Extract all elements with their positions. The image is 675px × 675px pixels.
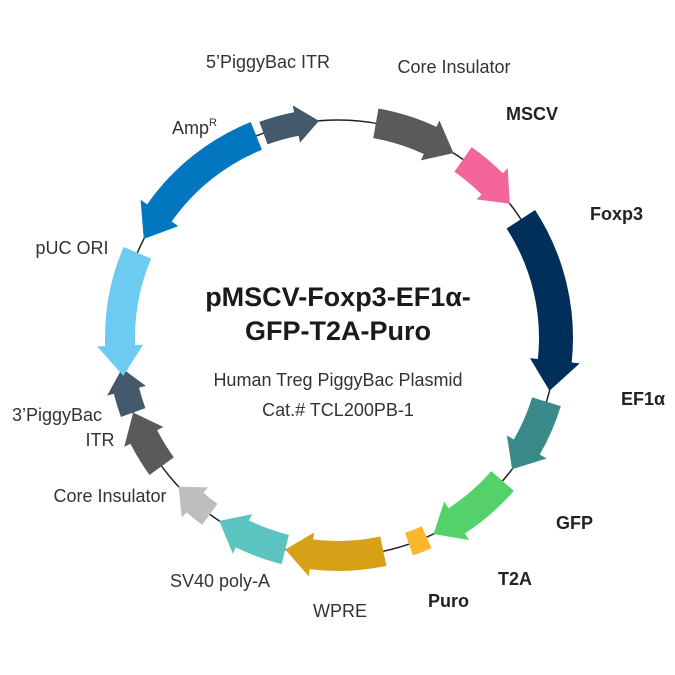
label-piggybac-3-itr-line1: 3’PiggyBac [12,405,102,425]
feature-arrow-core-insulator-1 [373,108,454,161]
plasmid-catalog-number: Cat.# TCL200PB-1 [262,400,414,420]
feature-arrow-piggybac-3-itr [107,368,146,418]
feature-arrow-gfp [433,471,514,541]
label-sv40-poly-a: SV40 poly-A [170,571,270,591]
plasmid-features [97,105,580,577]
feature-arrow-mscv [454,147,510,204]
plasmid-subtitle: Human Treg PiggyBac Plasmid [213,370,462,390]
label-puro: Puro [428,591,469,611]
feature-labels: 5’PiggyBac ITR Core Insulator MSCV Foxp3… [12,52,665,621]
label-t2a: T2A [498,569,532,589]
label-piggybac-3-itr-line2: ITR [86,430,115,450]
plasmid-title-line1: pMSCV-Foxp3-EF1α- [205,282,471,312]
label-wpre: WPRE [313,601,367,621]
label-mscv: MSCV [506,104,558,124]
feature-block-t2a [405,526,432,556]
label-ampr: AmpR [172,117,217,138]
feature-arrow-sv40-poly-a [178,486,218,525]
feature-arrow-core-insulator-2 [124,412,174,475]
label-puc-ori: pUC ORI [35,238,108,258]
label-piggybac-5-itr: 5’PiggyBac ITR [206,52,330,72]
label-core-insulator-2: Core Insulator [53,486,166,506]
feature-arrow-foxp3 [506,210,580,391]
feature-arrow-puro [285,532,387,577]
label-ampr-main: Amp [172,118,209,138]
label-ef1a: EF1α [621,389,665,409]
label-gfp: GFP [556,513,593,533]
plasmid-title-line2: GFP-T2A-Puro [245,316,431,346]
label-ampr-superscript: R [209,117,217,129]
plasmid-center-text: pMSCV-Foxp3-EF1α- GFP-T2A-Puro Human Tre… [205,282,471,420]
feature-arrow-wpre [219,514,289,565]
label-core-insulator-1: Core Insulator [397,57,510,77]
feature-arrow-ampr [140,121,262,240]
label-foxp3: Foxp3 [590,204,643,224]
feature-arrow-ef1a [506,397,561,470]
feature-arrow-piggybac-5-itr [259,105,319,145]
feature-arrow-puc-ori [97,246,152,376]
